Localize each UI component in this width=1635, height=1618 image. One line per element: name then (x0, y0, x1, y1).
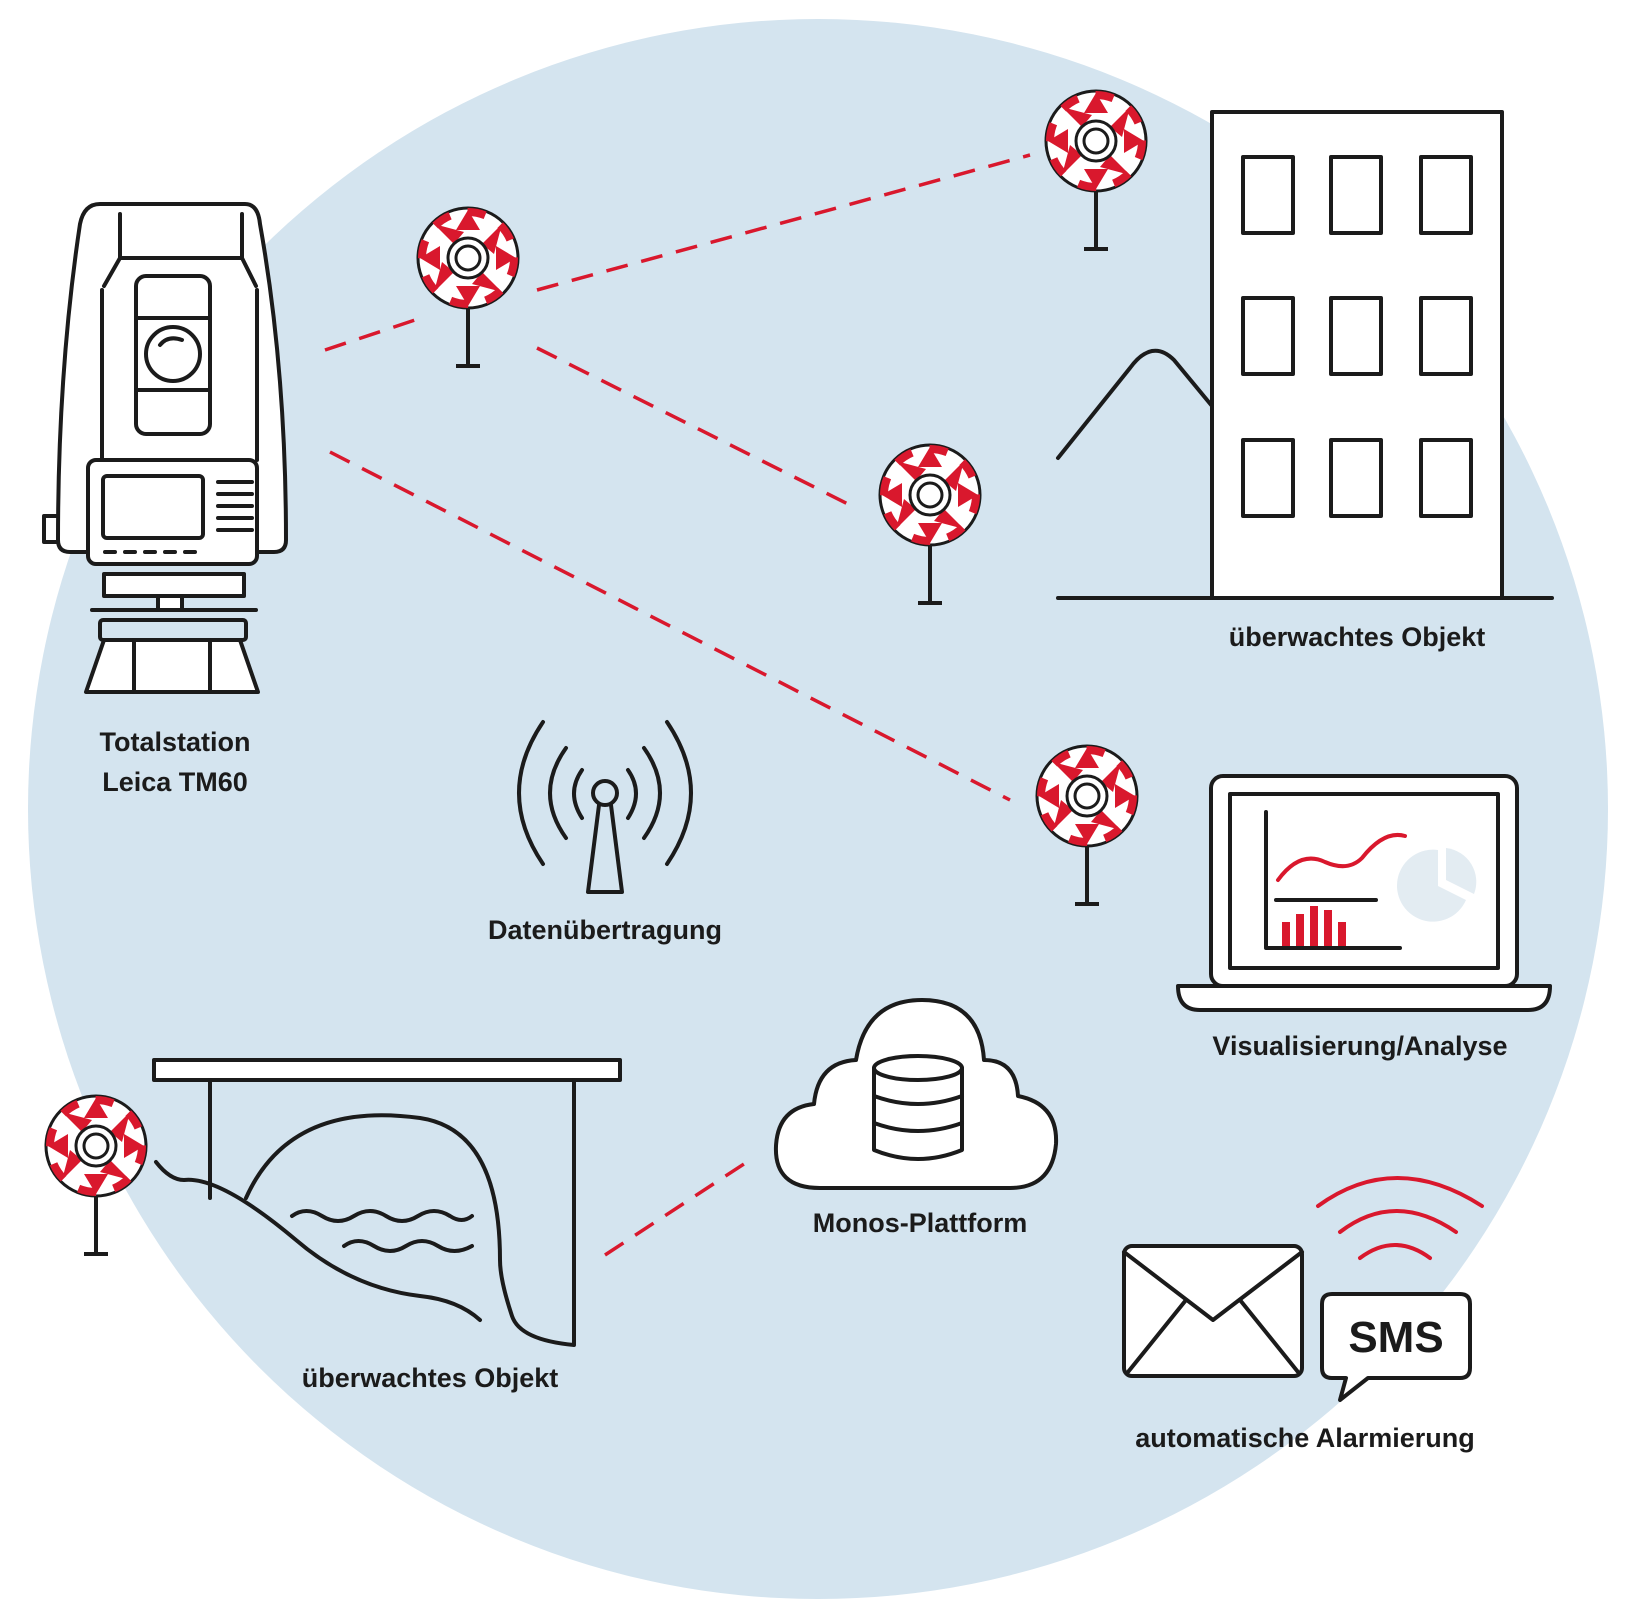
bar-chart-icon (1282, 906, 1346, 946)
visualization-label: Visualisierung/Analyse (1212, 1031, 1508, 1061)
totalstation-label-line1: Totalstation (99, 727, 251, 757)
building-object-label: überwachtes Objekt (1228, 622, 1486, 652)
pie-chart-icon (1396, 849, 1466, 922)
envelope-icon (1122, 1244, 1304, 1378)
sms-label: SMS (1348, 1313, 1444, 1362)
totalstation-label-line2: Leica TM60 (102, 767, 248, 797)
sms-bubble-icon (1320, 1292, 1472, 1402)
platform-label: Monos-Plattform (812, 1208, 1028, 1238)
building-icon (1056, 110, 1554, 600)
antenna-icon (517, 720, 693, 894)
alarm-label: automatische Alarmierung (1135, 1423, 1475, 1453)
sight-lines (324, 153, 1031, 1257)
laptop-icon (1176, 774, 1552, 1012)
bridge-object-label: überwachtes Objekt (301, 1363, 559, 1393)
total-station-icon (42, 202, 288, 694)
mountain-icon (1056, 348, 1214, 460)
data-transmission-label: Datenübertragung (487, 915, 722, 945)
prism-target-icon (46, 1096, 146, 1254)
bridge-icon (152, 1058, 622, 1347)
cloud-database-icon (773, 998, 1059, 1190)
wifi-signal-icon (1316, 1176, 1484, 1260)
